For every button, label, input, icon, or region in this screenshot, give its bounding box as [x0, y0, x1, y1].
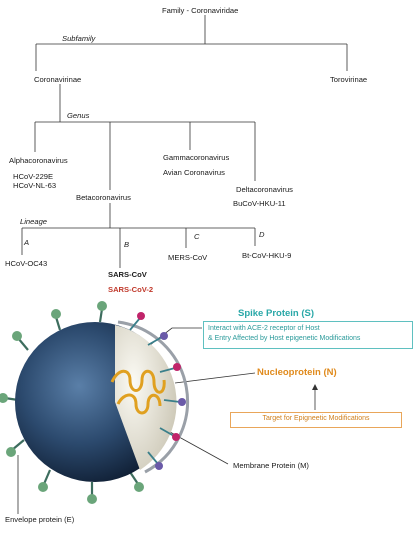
lineage-a-letter: A [24, 238, 30, 247]
alphacoronavirus-label: Alphacoronavirus [9, 156, 68, 165]
family-label: Family - Coronaviridae [162, 6, 239, 15]
avian-coronavirus-label: Avian Coronavirus [163, 168, 225, 177]
nucleo-leader-line [174, 372, 256, 384]
torovirinae-label: Torovirinae [330, 75, 368, 84]
sars-cov-2-label: SARS-CoV-2 [108, 285, 154, 294]
lineage-label: Lineage [20, 217, 48, 226]
hcov-nl63-label: HCoV-NL-63 [13, 181, 57, 190]
spike-note-line-2: & Entry Affected by Host epigenetic Modi… [208, 335, 361, 342]
sars-cov-label: SARS-CoV [108, 270, 147, 279]
nucleo-arrow-head [312, 384, 318, 390]
hcov-oc43-label: HCoV-OC43 [5, 259, 48, 268]
cut-spikes [129, 312, 186, 470]
nucleoprotein-title: Nucleoprotein (N) [257, 367, 337, 378]
spike-note-line-1: Interact with ACE-2 receptor of Host [208, 325, 320, 332]
deltacoronavirus-label: Deltacoronavirus [236, 185, 293, 194]
bt-cov-hku9-label: Bt-CoV-HKU-9 [242, 251, 292, 260]
betacoronavirus-label: Betacoronavirus [76, 193, 131, 202]
virus-cutaway [115, 325, 177, 470]
membrane-layer [117, 320, 190, 474]
lineage-b-letter: B [124, 240, 130, 249]
nucleoprotein-note-box: Target for Epigneetic Modifications [230, 412, 402, 428]
genus-label: Genus [67, 111, 90, 120]
bucov-hku11-label: BuCoV-HKU-11 [233, 199, 286, 208]
spike-protein-title: Spike Protein (S) [238, 308, 315, 319]
gammacoronavirus-label: Gammacoronavirus [163, 153, 230, 162]
coronavirinae-label: Coronavirinae [34, 75, 82, 84]
nucleoprotein-coil [110, 369, 166, 415]
envelope-protein-label: Envelope protein (E) [5, 515, 75, 524]
spike-proteins [0, 301, 144, 504]
membrane-protein-label: Membrane Protein (M) [233, 461, 309, 470]
lineage-d-letter: D [259, 230, 265, 239]
subfamily-label: Subfamily [62, 34, 96, 43]
spike-protein-note-box: Interact with ACE-2 receptor of Host & E… [203, 321, 413, 349]
mers-cov-label: MERS-CoV [168, 253, 208, 262]
lineage-c-letter: C [194, 232, 200, 241]
hcov-229e-label: HCoV-229E [13, 172, 54, 181]
